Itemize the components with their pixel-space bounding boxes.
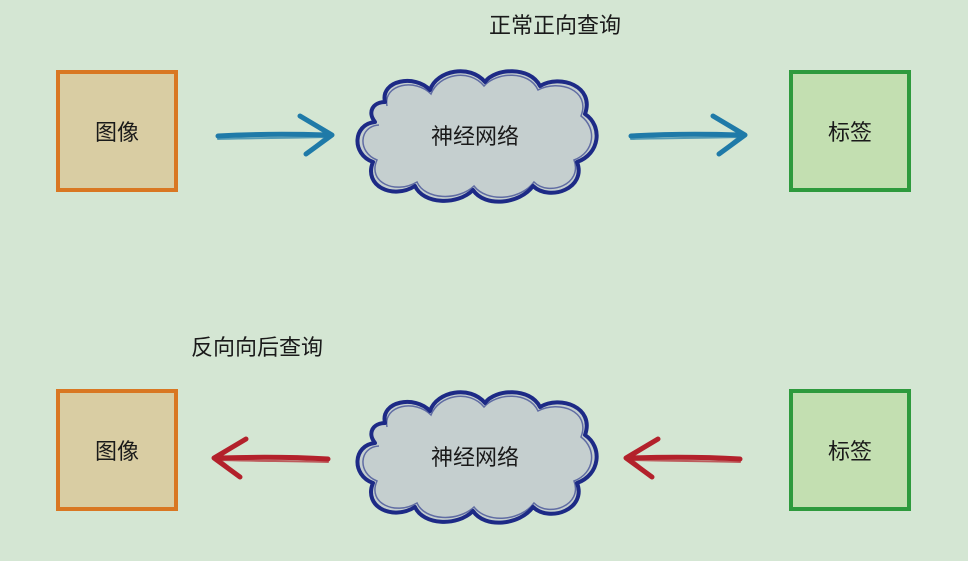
cloud-shape (355, 390, 599, 525)
backward-query-caption: 反向向后查询 (191, 336, 324, 361)
forward-query-caption: 正常正向查询 (489, 14, 622, 39)
image-box-label: 图像 (94, 121, 139, 146)
backward-arrow-1 (211, 436, 331, 480)
backward-arrow-2 (623, 436, 743, 480)
cloud-shape (355, 69, 599, 204)
forward-arrow-2 (628, 113, 748, 157)
cloud-label: 神经网络 (430, 446, 519, 471)
image-box-forward: 图像 (56, 70, 178, 192)
label-box-label: 标签 (827, 440, 872, 465)
cloud-label: 神经网络 (430, 125, 519, 150)
neural-network-cloud-backward: 神经网络 (345, 383, 605, 529)
label-box-forward: 标签 (789, 70, 911, 192)
neural-network-cloud-forward: 神经网络 (345, 62, 605, 208)
forward-arrow-1 (215, 113, 335, 157)
label-box-label: 标签 (827, 121, 872, 146)
label-box-backward: 标签 (789, 389, 911, 511)
image-box-backward: 图像 (56, 389, 178, 511)
image-box-label: 图像 (94, 440, 139, 465)
